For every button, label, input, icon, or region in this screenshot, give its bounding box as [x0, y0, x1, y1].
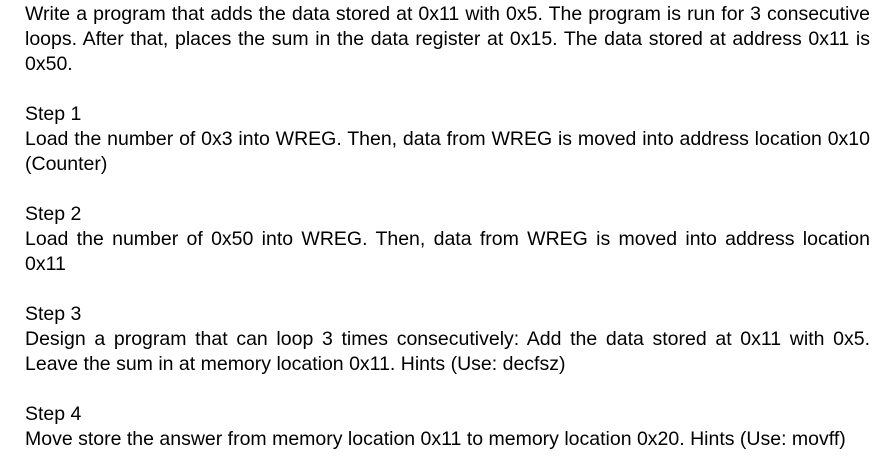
step-1-text: Load the number of 0x3 into WREG. Then, … — [25, 128, 870, 175]
document-body: Write a program that adds the data store… — [25, 2, 870, 452]
step-3-title: Step 3 — [25, 303, 82, 325]
step-3: Step 3 Design a program that can loop 3 … — [25, 302, 870, 377]
step-4: Step 4 Move store the answer from memory… — [25, 402, 870, 452]
step-3-text: Design a program that can loop 3 times c… — [25, 328, 870, 375]
step-1: Step 1 Load the number of 0x3 into WREG.… — [25, 102, 870, 177]
step-4-text: Move store the answer from memory locati… — [25, 428, 846, 450]
step-1-title: Step 1 — [25, 103, 82, 125]
step-2-title: Step 2 — [25, 203, 82, 225]
intro-paragraph: Write a program that adds the data store… — [25, 3, 870, 75]
step-2: Step 2 Load the number of 0x50 into WREG… — [25, 202, 870, 277]
step-2-text: Load the number of 0x50 into WREG. Then,… — [25, 228, 870, 275]
step-4-title: Step 4 — [25, 403, 82, 425]
